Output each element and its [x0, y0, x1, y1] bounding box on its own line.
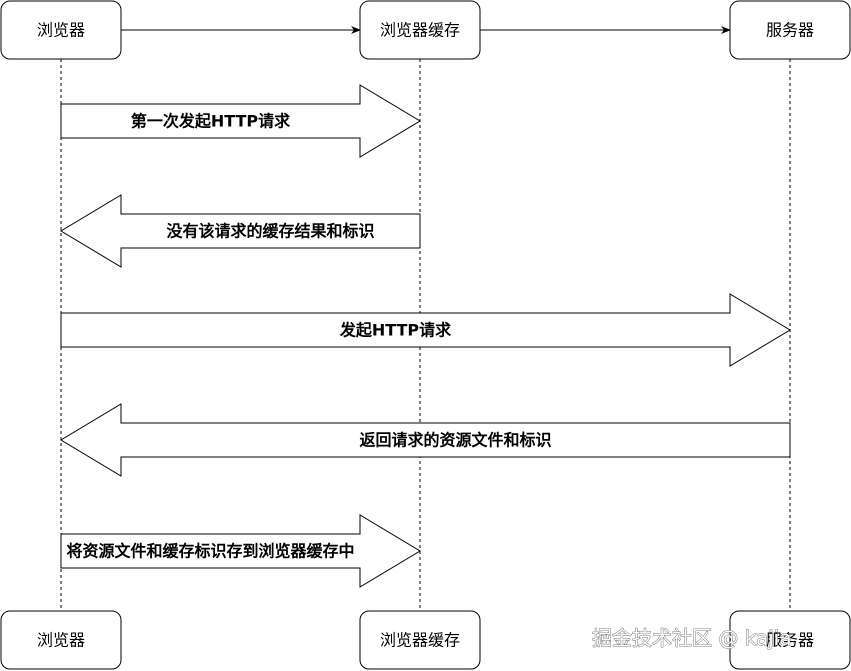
message-label-2: 没有该请求的缓存结果和标识: [166, 222, 374, 241]
message-4: 返回请求的资源文件和标识: [60, 403, 791, 477]
message-arrow-1: [60, 84, 421, 158]
message-3: 发起HTTP请求: [60, 293, 791, 367]
participant-server-top: 服务器: [729, 0, 851, 60]
message-arrow-4: [60, 403, 791, 477]
participant-box: [729, 610, 851, 670]
messages-layer: 第一次发起HTTP请求没有该请求的缓存结果和标识发起HTTP请求返回请求的资源文…: [60, 84, 791, 588]
participant-server-bottom: 服务器: [729, 610, 851, 670]
participant-box: [359, 610, 481, 670]
watermark-text: 掘金技术社区 @ kajia: [592, 626, 792, 650]
participant-browser-bottom: 浏览器: [0, 610, 122, 670]
message-label-1: 第一次发起HTTP请求: [131, 112, 291, 131]
message-5: 将资源文件和缓存标识存到浏览器缓存中: [60, 514, 421, 588]
participant-box: [0, 0, 122, 60]
participant-label: 浏览器缓存: [380, 21, 460, 40]
participant-label: 浏览器缓存: [380, 631, 460, 650]
participant-label: 浏览器: [37, 21, 85, 40]
participant-box: [0, 610, 122, 670]
message-arrow-3: [60, 293, 791, 367]
participant-box: [729, 0, 851, 60]
participant-browser-top: 浏览器: [0, 0, 122, 60]
participant-box: [359, 0, 481, 60]
message-label-4: 返回请求的资源文件和标识: [359, 431, 551, 450]
message-label-3: 发起HTTP请求: [339, 321, 452, 340]
message-arrow-5: [60, 514, 421, 588]
participant-cache-top: 浏览器缓存: [359, 0, 481, 60]
message-label-5: 将资源文件和缓存标识存到浏览器缓存中: [66, 542, 354, 561]
message-2: 没有该请求的缓存结果和标识: [60, 194, 421, 268]
participant-label: 浏览器: [37, 631, 85, 650]
message-1: 第一次发起HTTP请求: [60, 84, 421, 158]
participant-cache-bottom: 浏览器缓存: [359, 610, 481, 670]
participant-label: 服务器: [766, 631, 814, 650]
participant-label: 服务器: [766, 21, 814, 40]
message-arrow-2: [60, 194, 421, 268]
